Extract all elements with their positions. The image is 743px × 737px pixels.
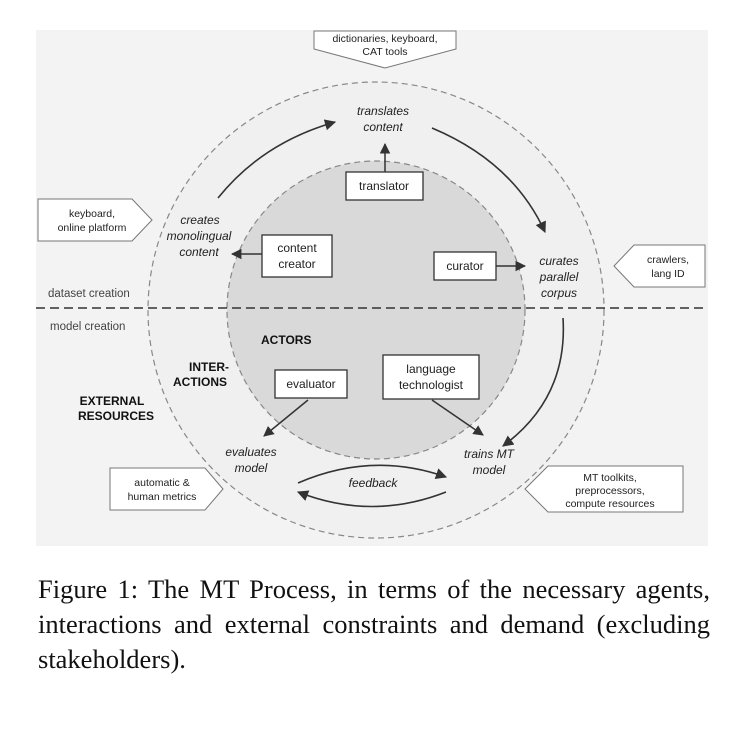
interaction-trains-2: model [473, 463, 506, 477]
interaction-creates-3: content [179, 245, 219, 259]
external-heading-line2: RESOURCES [78, 409, 154, 423]
arrow-curate-to-train [502, 317, 565, 447]
actor-translator-label: translator [359, 179, 409, 193]
resource-bottom-right-label-1: MT toolkits, [583, 472, 636, 484]
arrow-translate-to-curate [431, 127, 546, 234]
interactions-heading-line1: INTER- [189, 360, 229, 374]
resource-left-label-2: online platform [58, 222, 127, 234]
actor-content-creator-label-2: creator [278, 257, 315, 271]
actor-language-technologist-label-1: language [406, 362, 456, 376]
mt-process-diagram: dataset creation model creation ACTORS I… [36, 30, 708, 546]
interaction-curates-2: parallel [539, 270, 579, 284]
actor-curator: curator [433, 251, 497, 281]
interaction-evaluates-1: evaluates [225, 445, 276, 459]
actor-language-technologist-label-2: technologist [399, 378, 464, 392]
actor-evaluator: evaluator [274, 369, 348, 399]
resource-top-label-1: dictionaries, keyboard, [332, 33, 437, 45]
resource-right-label-2: lang ID [651, 268, 685, 280]
interaction-creates-2: monolingual [167, 229, 232, 243]
arrow-feedback-back [296, 490, 447, 508]
actors-circle [226, 160, 526, 460]
resource-right-label-1: crawlers, [647, 254, 689, 266]
resource-bottom-left: automatic & human metrics [109, 467, 224, 511]
figure-caption: Figure 1: The MT Process, in terms of th… [38, 574, 710, 674]
arrow-feedback-forward [297, 464, 448, 484]
interaction-curates-3: corpus [541, 286, 577, 300]
interactions-heading-line2: ACTIONS [173, 375, 227, 389]
arrow-evaluator [263, 399, 309, 437]
zone-label-dataset: dataset creation [48, 288, 130, 300]
resource-bottom-right-label-2: preprocessors, [575, 485, 644, 497]
arrow-language-technologist [431, 399, 484, 436]
actor-translator: translator [345, 171, 424, 201]
actor-language-technologist: language technologist [382, 354, 480, 400]
interaction-curates-1: curates [539, 254, 578, 268]
arrow-create-to-translate [217, 119, 337, 199]
interaction-feedback: feedback [349, 476, 399, 490]
actor-content-creator-label-1: content [277, 241, 317, 255]
resource-left-label-1: keyboard, [69, 208, 115, 220]
interaction-evaluates-2: model [235, 461, 268, 475]
actor-evaluator-label: evaluator [286, 377, 335, 391]
resource-left: keyboard, online platform [37, 198, 153, 242]
actor-content-creator: content creator [261, 234, 333, 278]
interaction-translates-2: content [363, 120, 403, 134]
external-heading-line1: EXTERNAL [80, 394, 145, 408]
actor-curator-label: curator [446, 259, 483, 273]
resource-right: crawlers, lang ID [613, 244, 706, 288]
actors-heading: ACTORS [261, 333, 311, 347]
resource-bottom-left-label-2: human metrics [128, 491, 197, 503]
zone-label-model: model creation [50, 321, 125, 333]
interaction-creates-1: creates [180, 213, 219, 227]
resource-top: dictionaries, keyboard, CAT tools [313, 30, 457, 69]
resource-bottom-right: MT toolkits, preprocessors, compute reso… [524, 465, 684, 513]
resource-top-label-2: CAT tools [362, 46, 407, 58]
interaction-trains-1: trains MT [464, 447, 516, 461]
interaction-translates-1: translates [357, 104, 409, 118]
resource-bottom-left-label-1: automatic & [134, 477, 189, 489]
resource-bottom-right-label-3: compute resources [565, 498, 654, 510]
